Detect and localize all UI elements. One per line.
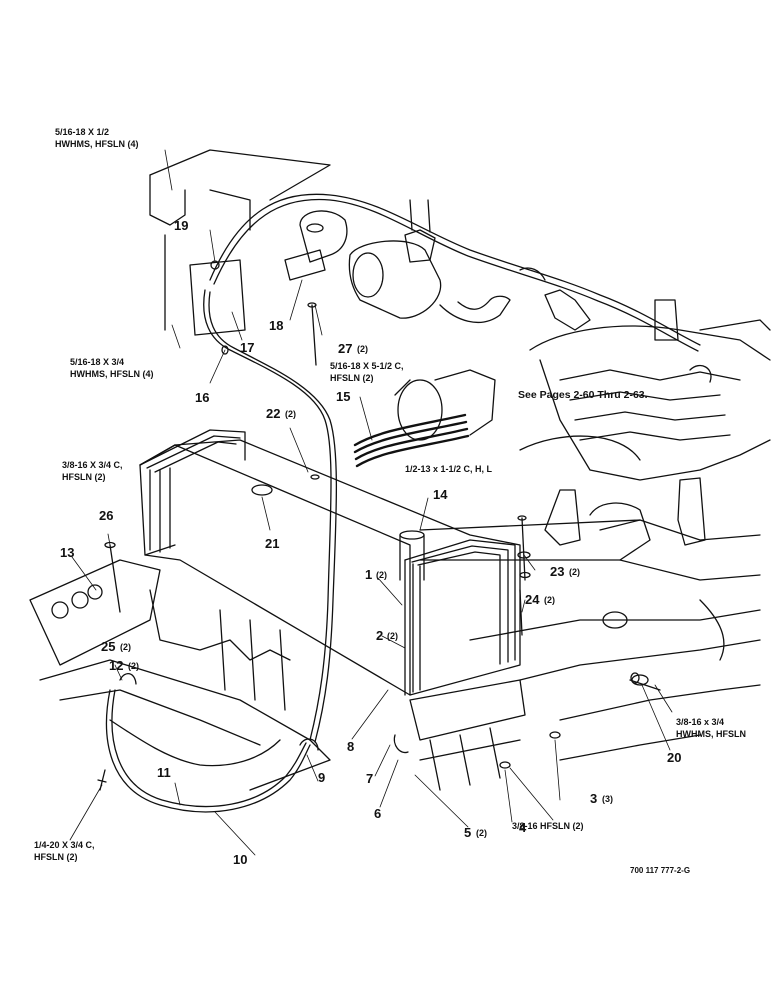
callout-17: 17 xyxy=(240,340,255,355)
qty-24: (2) xyxy=(544,595,555,605)
leader-lines xyxy=(69,149,673,856)
lower-frame xyxy=(29,519,761,791)
qty-25: (2) xyxy=(120,642,131,652)
fuel-line xyxy=(203,193,701,743)
callout-26: 26 xyxy=(99,508,114,523)
callout-4: 4 xyxy=(519,820,527,835)
callout-21: 21 xyxy=(265,536,280,551)
qty-22: (2) xyxy=(285,409,296,419)
callout-19: 19 xyxy=(174,218,189,233)
callout-27: 27 xyxy=(338,341,353,356)
qty-27: (2) xyxy=(357,344,368,354)
hardware-bolts xyxy=(104,259,661,769)
callout-15: 15 xyxy=(336,389,351,404)
callout-8: 8 xyxy=(347,739,355,754)
callout-22: 22 xyxy=(266,406,281,421)
hardware-note-1: 5/16-18 X 1/2 HWHMS, HFSLN (4) xyxy=(55,127,139,149)
callout-16: 16 xyxy=(195,390,210,405)
hardware-note-6: 3/8-16 x 3/4 HWHMS, HFSLN xyxy=(676,717,746,739)
callout-25: 25 xyxy=(101,639,116,654)
callout-7: 7 xyxy=(366,771,374,786)
qty-23: (2) xyxy=(569,567,580,577)
return-line xyxy=(97,689,311,813)
callout-6: 6 xyxy=(374,806,382,821)
callout-1: 1 xyxy=(365,567,373,582)
fan-pulley xyxy=(394,369,496,441)
qty-3: (3) xyxy=(602,794,613,804)
callout-12: 12 xyxy=(109,658,124,673)
callout-5: 5 xyxy=(464,825,472,840)
callout-18: 18 xyxy=(269,318,284,333)
tank-mount-bracket xyxy=(409,679,526,791)
callout-24: 24 xyxy=(525,592,540,607)
qty-1: (2) xyxy=(376,570,387,580)
hardware-note-2: 5/16-18 X 3/4 HWHMS, HFSLN (4) xyxy=(70,357,154,379)
qty-2: (2) xyxy=(387,631,398,641)
engine-block xyxy=(519,299,771,561)
callout-20: 20 xyxy=(667,750,682,765)
callout-9: 9 xyxy=(318,770,326,785)
qty-12: (2) xyxy=(128,661,139,671)
coiled-hose xyxy=(353,413,470,468)
qty-5: (2) xyxy=(476,828,487,838)
upper-frame-member xyxy=(149,149,331,331)
callout-23: 23 xyxy=(550,564,565,579)
drawing-number: 700 117 777-2-G xyxy=(630,866,691,875)
callout-11: 11 xyxy=(157,765,171,780)
fuel-filter-assembly xyxy=(284,199,591,331)
hardware-note-7: 3/8-16 HFSLN (2) xyxy=(512,821,584,831)
hardware-note-4: 1/2-13 x 1-1/2 C, H, L xyxy=(405,464,493,474)
hardware-note-5: 3/8-16 X 3/4 C, HFSLN (2) xyxy=(62,460,123,482)
callout-3: 3 xyxy=(590,791,598,806)
hardware-note-3: 5/16-18 X 5-1/2 C, HFSLN (2) xyxy=(330,361,404,383)
callout-14: 14 xyxy=(433,487,448,502)
callout-13: 13 xyxy=(60,545,75,560)
callout-2: 2 xyxy=(376,628,384,643)
fuel-tank xyxy=(139,429,521,696)
hardware-note-8: 1/4-20 X 3/4 C, HFSLN (2) xyxy=(34,840,95,862)
reference-note: See Pages 2-60 Thru 2-63. xyxy=(518,389,648,401)
callout-10: 10 xyxy=(233,852,248,867)
